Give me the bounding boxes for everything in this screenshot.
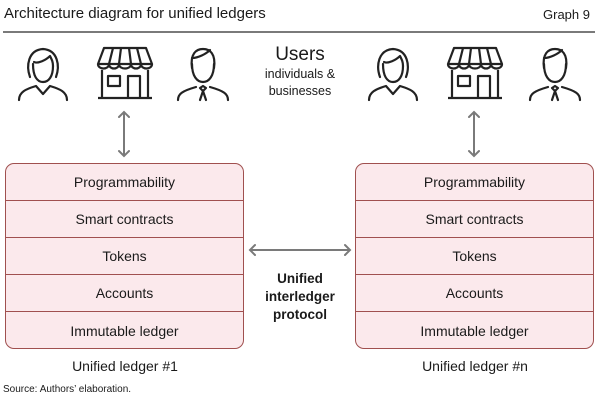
layer-programmability: Programmability — [6, 164, 243, 201]
diagram-title: Architecture diagram for unified ledgers — [4, 5, 266, 22]
woman-icon — [367, 47, 419, 102]
layer-accounts: Accounts — [6, 275, 243, 312]
protocol-line-1: Unified — [277, 271, 323, 286]
layer-tokens: Tokens — [6, 238, 243, 275]
ledger-n-caption: Unified ledger #n — [422, 358, 528, 374]
layer-smart-contracts: Smart contracts — [356, 201, 593, 238]
businessman-icon — [176, 47, 230, 102]
layer-immutable-ledger: Immutable ledger — [70, 322, 179, 339]
unified-ledger-1: Programmability Smart contracts Tokens A… — [5, 163, 244, 349]
layer-smart-contracts: Smart contracts — [6, 201, 243, 238]
woman-icon — [17, 47, 69, 102]
title-rule — [3, 31, 595, 33]
protocol-label: Unified interledger protocol — [250, 270, 350, 324]
users-subtitle-1: individuals & — [264, 67, 336, 81]
unified-ledger-n: Programmability Smart contracts Tokens A… — [355, 163, 594, 349]
vertical-double-arrow-left — [118, 110, 130, 158]
protocol-line-2: interledger — [265, 289, 335, 304]
horizontal-double-arrow — [248, 244, 352, 256]
store-icon — [446, 46, 504, 100]
layer-tokens: Tokens — [356, 238, 593, 275]
layer-immutable-ledger: Immutable ledger — [420, 322, 529, 339]
ledger-1-caption: Unified ledger #1 — [72, 358, 178, 374]
users-heading: Users — [275, 44, 325, 65]
users-label: Users individuals & businesses — [240, 44, 360, 100]
businessman-icon — [528, 47, 582, 102]
store-icon — [96, 46, 154, 100]
layer-accounts: Accounts — [356, 275, 593, 312]
protocol-line-3: protocol — [273, 307, 327, 322]
graph-number: Graph 9 — [543, 7, 590, 22]
vertical-double-arrow-right — [468, 110, 480, 158]
source-note: Source: Authors’ elaboration. — [3, 384, 132, 395]
layer-programmability: Programmability — [356, 164, 593, 201]
users-subtitle-2: businesses — [268, 84, 332, 98]
